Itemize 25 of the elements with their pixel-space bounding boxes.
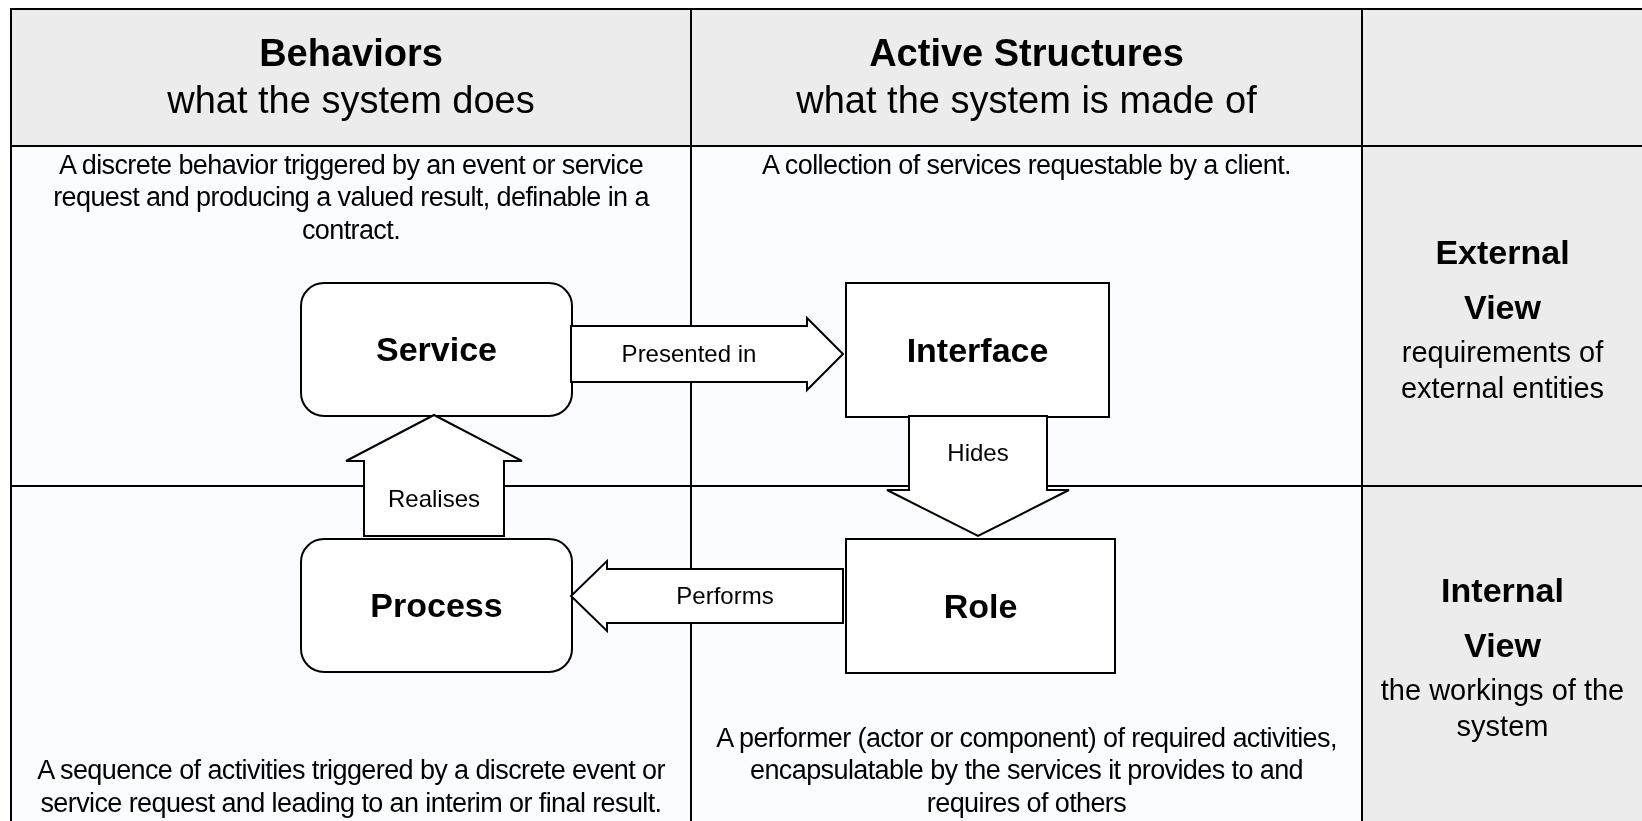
process-box	[845, 282, 1110, 418]
box-title: Service	[376, 330, 497, 369]
process-box	[845, 538, 1116, 674]
header-cell	[1361, 145, 1642, 487]
column-subtitle: what the system does	[167, 77, 535, 123]
rounded-box	[300, 282, 573, 417]
row-heading: Internal View	[1440, 570, 1565, 666]
column-subtitle: what the system is made of	[796, 77, 1257, 123]
row-subtitle: requirements of external entities	[1399, 335, 1606, 407]
description-text: A discrete behavior triggered by an event or service request and producing a valued result, definable in a contract.	[52, 149, 651, 247]
description-text: A collection of services requestable by a client.	[761, 149, 1292, 182]
block-arrow	[886, 415, 1070, 538]
column-heading: Behaviors	[259, 30, 443, 76]
header-cell	[10, 8, 692, 147]
header-cell	[1361, 485, 1642, 821]
row-subtitle: the workings of the system	[1379, 673, 1626, 745]
rounded-box	[300, 538, 573, 673]
box-title: Process	[370, 586, 503, 625]
box-title: Interface	[906, 330, 1049, 370]
header-cell	[690, 8, 1363, 147]
row-heading: External View	[1434, 232, 1571, 328]
description-text: A performer (actor or component) of required activities, encapsulatable by the services it provides to and requires of others	[715, 721, 1338, 819]
box-title: Role	[943, 586, 1018, 626]
column-heading: Active Structures	[869, 30, 1184, 76]
description-text: A sequence of activities triggered by a discrete event or service request and leading to an interim or final result.	[36, 754, 666, 819]
